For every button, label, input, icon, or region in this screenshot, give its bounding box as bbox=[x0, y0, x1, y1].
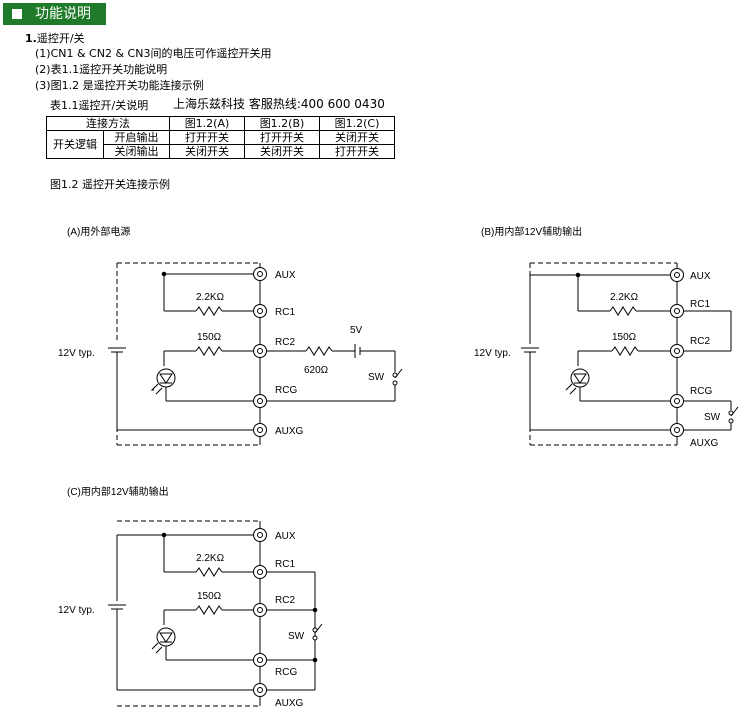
table-row: 开关逻辑 开启输出 打开开关 打开开关 关闭开关 bbox=[46, 130, 395, 159]
dashed-border bbox=[117, 520, 260, 707]
switch-icon bbox=[728, 418, 734, 424]
led-icon bbox=[573, 373, 587, 384]
label-rc2: RC2 bbox=[275, 337, 295, 348]
label-5v: 5V bbox=[350, 325, 363, 336]
table-cell: 关闭开关 bbox=[169, 144, 245, 159]
led-icon bbox=[156, 368, 176, 388]
terminal-aux bbox=[253, 528, 267, 542]
terminal-rc1 bbox=[253, 304, 267, 318]
led-icon bbox=[156, 627, 176, 647]
circuit-c-title: (C)用内部12V辅助输出 bbox=[67, 485, 169, 498]
circuit-c: (C)用内部12V辅助输出 bbox=[58, 485, 323, 709]
led-icon bbox=[159, 373, 173, 384]
switch-icon bbox=[314, 623, 323, 634]
resistor-icon bbox=[195, 306, 223, 316]
table-header-cell: 图1.2(A) bbox=[169, 116, 245, 131]
resistor-icon bbox=[609, 306, 637, 316]
label-r1: 2.2KΩ bbox=[196, 292, 225, 303]
label-rcg: RCG bbox=[275, 385, 297, 396]
label-aux: AUX bbox=[275, 270, 296, 281]
terminal-rc2 bbox=[670, 344, 684, 358]
switch-icon bbox=[730, 406, 739, 417]
table-cell: 关闭开关 bbox=[244, 144, 320, 159]
label-sw: SW bbox=[288, 631, 305, 642]
dashed-border bbox=[117, 262, 260, 446]
resistor-icon bbox=[195, 605, 223, 615]
section-title: 1.遥控开/关 bbox=[25, 32, 85, 46]
label-auxg: AUXG bbox=[275, 698, 304, 709]
terminal-rc1 bbox=[670, 304, 684, 318]
label-rc1: RC1 bbox=[690, 299, 710, 310]
label-auxg: AUXG bbox=[275, 426, 304, 437]
terminal-rc2 bbox=[253, 344, 267, 358]
dashed-border bbox=[530, 262, 677, 446]
label-vin: 12V typ. bbox=[474, 348, 511, 359]
switch-icon bbox=[312, 635, 318, 641]
label-aux: AUX bbox=[690, 271, 711, 282]
label-rc1: RC1 bbox=[275, 307, 295, 318]
hotline-text: 上海乐兹科技 客服热线:400 600 0430 bbox=[173, 97, 385, 111]
section-header-bar: 功能说明 bbox=[3, 3, 106, 25]
label-r1: 2.2KΩ bbox=[196, 553, 225, 564]
table-cell: 打开开关 bbox=[319, 144, 395, 159]
figure-caption: 图1.2 遥控开关连接示例 bbox=[50, 178, 170, 191]
label-rc2: RC2 bbox=[690, 336, 710, 347]
label-r1: 2.2KΩ bbox=[610, 292, 639, 303]
label-r2: 150Ω bbox=[197, 332, 222, 343]
table-group-label: 开关逻辑 bbox=[46, 130, 104, 159]
table-row-label: 关闭输出 bbox=[103, 144, 170, 159]
section-item-2: (2)表1.1遥控开关功能说明 bbox=[35, 63, 168, 76]
label-r3: 620Ω bbox=[304, 365, 329, 376]
label-vin: 12V typ. bbox=[58, 605, 95, 616]
label-rc1: RC1 bbox=[275, 559, 295, 570]
light-arrows-icon bbox=[151, 642, 163, 654]
label-rcg: RCG bbox=[275, 667, 297, 678]
table-cell: 打开开关 bbox=[169, 130, 245, 145]
light-arrows-icon bbox=[150, 383, 163, 395]
terminal-rc2 bbox=[253, 603, 267, 617]
terminal-rc1 bbox=[253, 565, 267, 579]
label-r2: 150Ω bbox=[197, 591, 222, 602]
circuit-b: (B)用内部12V辅助输出 bbox=[474, 225, 739, 449]
header-title: 功能说明 bbox=[35, 6, 91, 22]
terminal-aux bbox=[253, 267, 267, 281]
section-item-1: (1)CN1 & CN2 & CN3间的电压可作遥控开关用 bbox=[35, 47, 272, 60]
section-item-3: (3)图1.2 是遥控开关功能连接示例 bbox=[35, 79, 204, 92]
terminal-rcg bbox=[253, 653, 267, 667]
section-number: 1. bbox=[25, 32, 37, 45]
label-aux: AUX bbox=[275, 531, 296, 542]
label-rc2: RC2 bbox=[275, 595, 295, 606]
resistor-icon bbox=[195, 346, 223, 356]
resistor-icon bbox=[195, 567, 223, 577]
light-arrows-icon bbox=[565, 383, 577, 395]
remote-switch-table: 连接方法 图1.2(A) 图1.2(B) 图1.2(C) 开关逻辑 开启输出 打… bbox=[46, 116, 395, 159]
section-title-text: 遥控开/关 bbox=[36, 32, 85, 45]
terminal-rcg bbox=[670, 394, 684, 408]
circuit-b-title: (B)用内部12V辅助输出 bbox=[481, 225, 582, 238]
resistor-icon bbox=[305, 346, 333, 356]
circuit-a: (A)用外部电源 bbox=[58, 225, 403, 446]
switch-icon bbox=[394, 368, 403, 379]
table-cell: 打开开关 bbox=[244, 130, 320, 145]
switch-icon bbox=[392, 380, 398, 386]
circuit-a-title: (A)用外部电源 bbox=[67, 225, 130, 238]
led-icon bbox=[570, 368, 590, 388]
terminal-aux bbox=[670, 268, 684, 282]
led-icon bbox=[159, 632, 173, 643]
resistor-icon bbox=[611, 346, 639, 356]
label-auxg: AUXG bbox=[690, 438, 719, 449]
square-bullet-icon bbox=[12, 9, 22, 19]
table-row: 关闭输出 关闭开关 关闭开关 打开开关 bbox=[47, 144, 395, 159]
terminal-auxg bbox=[253, 683, 267, 697]
terminal-auxg bbox=[670, 423, 684, 437]
terminal-auxg bbox=[253, 423, 267, 437]
terminal-rcg bbox=[253, 394, 267, 408]
label-sw: SW bbox=[704, 412, 721, 423]
label-vin: 12V typ. bbox=[58, 348, 95, 359]
label-sw: SW bbox=[368, 372, 385, 383]
label-rcg: RCG bbox=[690, 386, 712, 397]
table-caption: 表1.1遥控开/关说明 bbox=[50, 99, 149, 112]
label-r2: 150Ω bbox=[612, 332, 637, 343]
